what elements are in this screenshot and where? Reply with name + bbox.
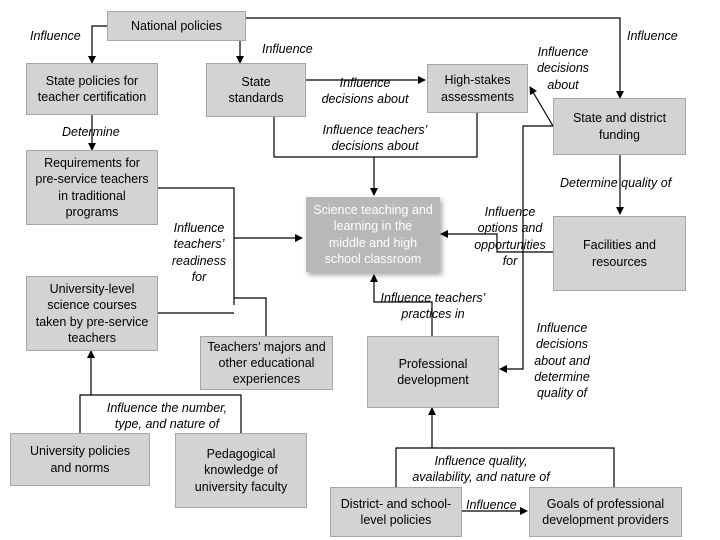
label-influence-number-type: Influence the number, type, and nature o… xyxy=(106,401,228,432)
arrow-facilities-to-center xyxy=(440,230,553,253)
arrow-standards-to-center xyxy=(273,117,378,196)
arrow-funding-to-assessments xyxy=(529,86,554,127)
label-influence-teachers-decisions: Influence teachers’ decisions about xyxy=(322,123,428,154)
label-influence-standards: Influence xyxy=(262,42,313,56)
node-high-stakes-assessments: High-stakes assessments xyxy=(427,64,528,113)
line-majors-to-readiness xyxy=(234,297,267,336)
label-influence-options: Influence options and opportunities for xyxy=(474,205,546,268)
arrow-national-to-cert xyxy=(88,25,107,64)
label-influence-practices: Influence teachers’ practices in xyxy=(380,291,486,322)
node-university-science-courses: University-level science courses taken b… xyxy=(26,276,158,351)
arrow-profdev-to-center xyxy=(370,274,433,336)
node-state-district-funding: State and district funding xyxy=(553,98,686,155)
node-science-teaching-center: Science teaching and learning in the mid… xyxy=(306,197,440,272)
line-district-to-bus xyxy=(395,447,615,487)
arrow-funding-to-profdev xyxy=(499,125,553,373)
line-assessments-to-center xyxy=(374,113,478,158)
node-state-certification-policies: State policies for teacher certification xyxy=(26,63,158,115)
node-professional-development: Professional development xyxy=(367,336,499,408)
label-influence-goals: Influence xyxy=(466,498,517,512)
line-requirements-to-readiness xyxy=(158,187,235,305)
arrow-national-to-funding xyxy=(246,17,624,99)
label-determine: Determine xyxy=(62,125,120,139)
node-district-school-policies: District- and school- level policies xyxy=(330,487,462,537)
label-influence-quality-availability: Influence quality, availability, and nat… xyxy=(412,454,550,485)
node-national-policies: National policies xyxy=(107,11,246,41)
label-influence-decisions-quality: Influence decisions about and determine … xyxy=(534,321,590,400)
label-influence-cert: Influence xyxy=(30,29,81,43)
label-influence-readiness: Influence teachers’ readiness for xyxy=(171,221,227,284)
label-influence-funding: Influence xyxy=(627,29,678,43)
label-determine-quality: Determine quality of xyxy=(560,176,672,190)
node-university-policies: University policies and norms xyxy=(10,433,150,486)
label-influence-decisions-about: Influence decisions about xyxy=(321,76,409,107)
node-state-standards: State standards xyxy=(206,63,306,117)
label-influence-decisions-about-funding: Influence decisions about xyxy=(536,45,590,92)
node-goals-pd-providers: Goals of professional development provid… xyxy=(529,487,682,537)
node-pedagogical-knowledge: Pedagogical knowledge of university facu… xyxy=(175,433,307,508)
node-requirements-preservice: Requirements for pre-service teachers in… xyxy=(26,150,158,225)
node-facilities-resources: Facilities and resources xyxy=(553,216,686,291)
node-teachers-majors: Teachers’ majors and other educational e… xyxy=(200,336,333,390)
line-univ-policies-to-bus xyxy=(79,394,242,433)
